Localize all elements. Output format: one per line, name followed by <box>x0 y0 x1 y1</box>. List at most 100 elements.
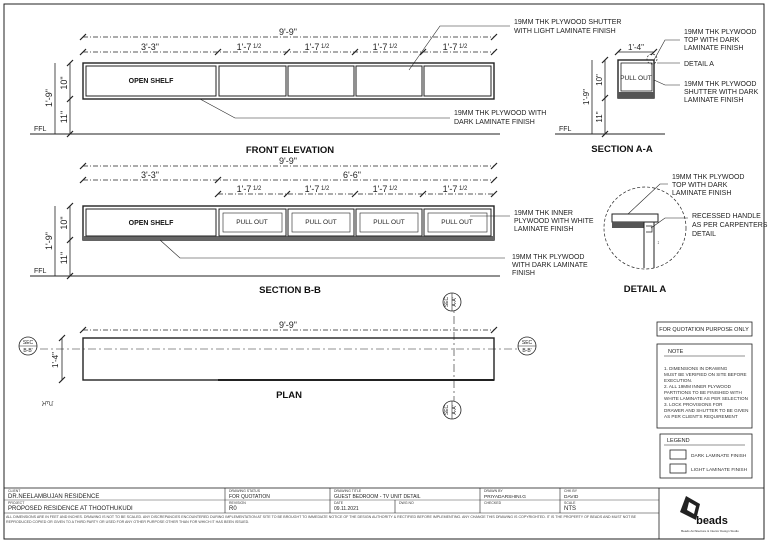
section-bb: 9'-9" 3'-3" 6'-6" 1'-7 1/2 1'-7 1/2 1'-7… <box>30 156 594 296</box>
plan-dim-depth: 1'-4" <box>51 352 60 368</box>
detail-callout-handle-1: RECESSED HANDLE <box>692 213 761 220</box>
bb-callout-carcass-1: 19MM THK PLYWOOD <box>512 254 584 261</box>
bb-dim-lower: 11" <box>59 252 69 265</box>
beads-logo: beads Beads Architecture & Interior Desi… <box>680 496 739 533</box>
note-line: WHITE LAMINATE AS PER SELECTION <box>664 396 748 401</box>
aa-ffl: FFL <box>559 126 572 133</box>
bb-pull-out: PULL OUT <box>373 219 405 226</box>
aa-callout-top-1: 19MM THK PLYWOOD <box>684 29 756 36</box>
dim-fraction: 1/2 <box>319 44 330 50</box>
svg-text:SEC: SEC <box>522 340 533 346</box>
scale-label: SCALE <box>564 501 576 505</box>
front-elevation-title: FRONT ELEVATION <box>246 145 334 156</box>
bb-dim-unit: 1'-7 1/2 <box>443 184 468 194</box>
svg-text:SEC: SEC <box>444 404 450 415</box>
aa-dim-upper: 10" <box>595 74 604 86</box>
status-value: FOR QUOTATION <box>229 494 270 500</box>
legend-swatch-light <box>669 463 687 474</box>
aa-callout-shutter-3: LAMINATE FINISH <box>684 97 743 104</box>
svg-text:A-A': A-A' <box>452 297 458 306</box>
detail-callout-top-2: TOP WITH DARK <box>672 182 728 189</box>
revision-value: R0 <box>229 506 237 512</box>
section-aa: 1'-4" PULL OUT 10" 11" 1'-9" FFL 19MM TH… <box>555 29 759 155</box>
detail-callout-handle-3: DETAIL <box>692 231 716 238</box>
scale-value: NTS <box>564 506 576 512</box>
detail-a-title: DETAIL A <box>624 284 667 295</box>
dwg-no-label: DWG NO <box>399 501 414 505</box>
front-dim-height: 1'-9" <box>44 89 54 107</box>
detail-callout-top-3: LAMINATE FINISH <box>672 190 731 197</box>
bb-dim-unit: 1'-7 1/2 <box>237 184 262 194</box>
sec-marker-aa-top: SEC A-A' <box>442 292 462 312</box>
checked-by-label: CHK BY <box>564 489 578 493</box>
bb-dim-unit: 1'-7 1/2 <box>373 184 398 194</box>
legend-heading: LEGEND <box>667 438 690 444</box>
bb-dim-shelf: 3'-3" <box>141 170 159 180</box>
bb-dim-height: 1'-9" <box>44 232 54 250</box>
front-dim-unit: 1'-7 1/2 <box>237 42 262 52</box>
bb-dim-right: 6'-6" <box>343 170 361 180</box>
section-bb-title: SECTION B-B <box>259 285 321 296</box>
front-callout-carcass-1: 19MM THK PLYWOOD WITH <box>454 110 546 117</box>
disclaimer-text: ALL DIMENSIONS ARE IN FEET AND INCHES. D… <box>6 515 637 524</box>
dim-fraction: 1/2 <box>387 186 398 192</box>
front-dim-total: 9'-9" <box>279 27 297 37</box>
dim-fraction: 1/2 <box>251 186 262 192</box>
dim-fraction: 1/2 <box>387 44 398 50</box>
aa-dim-lower: 11" <box>595 111 604 122</box>
detail-callout-top-1: 19MM THK PLYWOOD <box>672 174 744 181</box>
project-value: PROPOSED RESIDENCE AT THOOTHUKUDI <box>8 506 133 512</box>
sec-marker-bb-left: SEC B-B' <box>18 336 38 356</box>
brand-name: beads <box>696 515 728 527</box>
drawn-label: DRAWN BY <box>484 489 503 493</box>
note-line: 1. DIMENSIONS IN DRAWING <box>664 366 728 371</box>
aa-pull-out: PULL OUT <box>620 75 652 82</box>
note-line: AS PER CLIENT'S REQUIREMENT <box>664 414 738 419</box>
bb-pull-out: PULL OUT <box>441 219 473 226</box>
aa-callout-top-3: LAMINATE FINISH <box>684 45 743 52</box>
drawing-title-value: GUEST BEDROOM - TV UNIT DETAIL <box>334 494 421 500</box>
bb-callout-carcass-3: FINISH <box>512 270 535 277</box>
plan: 9'-9" 1'-4" ਮਾਪ SEC B-B' SEC B-B' SEC <box>18 292 537 420</box>
note-line: EXECUTION. <box>664 378 692 383</box>
svg-text:B-B': B-B' <box>23 348 32 354</box>
bb-callout-carcass-2: WITH DARK LAMINATE <box>512 262 588 269</box>
front-callout-shutter-1: 19MM THK PLYWOOD SHUTTER <box>514 19 621 26</box>
front-callout-shutter-2: WITH LIGHT LAMINATE FINISH <box>514 28 616 35</box>
side-panel: FOR QUOTATION PURPOSE ONLY NOTE 1. DIMEN… <box>656 321 753 479</box>
sheet-border <box>3 3 765 540</box>
detail-a: ↕ 19MM THK PLYWOOD TOP WITH DARK LAMINAT… <box>603 174 768 295</box>
client-value: DR.NEELAMBUJAN RESIDENCE <box>8 494 99 500</box>
aa-dim-height: 1'-9" <box>582 89 591 105</box>
svg-text:SEC: SEC <box>444 296 450 307</box>
aa-callout-shutter-1: 19MM THK PLYWOOD <box>684 81 756 88</box>
title-block: CLIENT DR.NEELAMBUJAN RESIDENCE PROJECT … <box>3 487 765 540</box>
front-callout-carcass-2: DARK LAMINATE FINISH <box>454 119 535 126</box>
project-label: PROJECT <box>8 501 25 505</box>
plan-title: PLAN <box>276 390 302 401</box>
aa-callout-top-2: TOP WITH DARK <box>684 37 740 44</box>
plan-wall-mark: ਮਾਪ <box>41 401 54 408</box>
sec-marker-bb-right: SEC B-B' <box>517 336 537 356</box>
bb-dim-unit: 1'-7 1/2 <box>305 184 330 194</box>
dim-fraction: 1/2 <box>251 44 262 50</box>
dim-fraction: 1/2 <box>457 44 468 50</box>
client-label: CLIENT <box>8 489 21 493</box>
bb-open-shelf-label: OPEN SHELF <box>129 220 174 227</box>
note-line: 3. LOCK PROVISIONS FOR <box>664 402 723 407</box>
notes-list: 1. DIMENSIONS IN DRAWING MUST BE VERIFIE… <box>664 366 748 419</box>
bb-pull-out: PULL OUT <box>305 219 337 226</box>
bb-callout-inner-3: LAMINATE FINISH <box>514 226 573 233</box>
svg-text:A-A': A-A' <box>452 405 458 414</box>
drawn-value: PRIYADARSHINI.G <box>484 494 526 500</box>
bb-callout-inner-1: 19MM THK INNER <box>514 210 573 217</box>
sec-marker-aa-bottom: SEC A-A' <box>442 400 462 420</box>
date-value: 09.11.2021 <box>334 506 359 512</box>
aa-callout-shutter-2: SHUTTER WITH DARK <box>684 89 759 96</box>
front-elevation: 9'-9" 3'-3" 1'-7 1/2 1'-7 1/2 1'-7 1/2 1… <box>30 19 621 156</box>
note-line: DRAWER AND SHUTTER TO BE GIVEN <box>664 408 748 413</box>
dim-fraction: 1/2 <box>319 186 330 192</box>
note-line: MUST BE VERIFIED ON SITE BEFORE <box>664 372 747 377</box>
brand-sub: Beads Architecture & Interior Design Stu… <box>681 529 739 533</box>
bb-ffl: FFL <box>34 268 47 275</box>
